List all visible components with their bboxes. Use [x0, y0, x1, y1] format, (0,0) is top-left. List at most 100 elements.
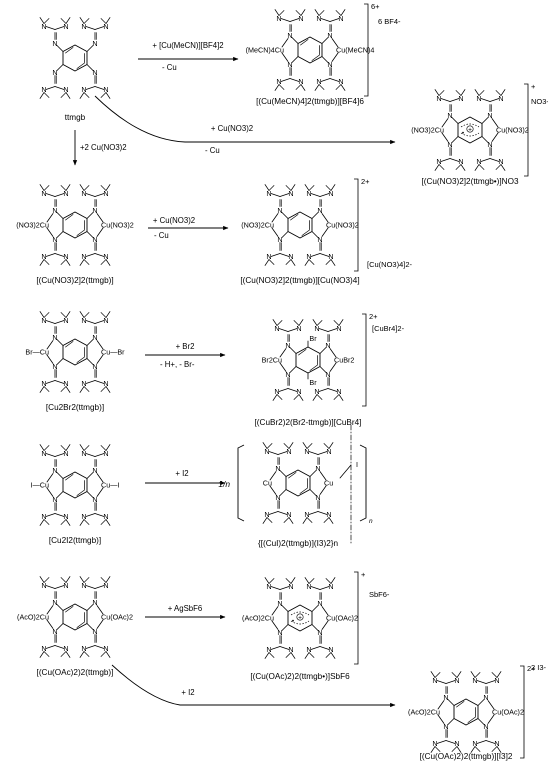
dimethylamino-nitrogen: N [41, 644, 46, 653]
dimethylamino-nitrogen: N [63, 252, 68, 261]
charge-label: 2+ [361, 177, 370, 186]
nitrogen-atom: N [287, 60, 292, 69]
dimethylamino-nitrogen: N [432, 739, 437, 748]
nitrogen-atom: N [52, 362, 57, 371]
dimethylamino-nitrogen: N [296, 324, 301, 333]
compound-name-no3-radical: [(Cu(NO3)2]2(ttmgb•)]NO3 [421, 177, 518, 186]
dimethylamino-nitrogen: N [41, 379, 46, 388]
compound-name-oac-neutral: [(Cu(OAc)2)2(ttmgb)] [37, 668, 114, 677]
nitrogen-atom: N [52, 627, 57, 636]
dimethylamino-nitrogen: N [314, 324, 319, 333]
nitrogen-atom: N [325, 370, 330, 379]
dimethylamino-nitrogen: N [454, 676, 459, 685]
copper-center-left: (AcO)2Cu [408, 708, 440, 717]
reagent-a7-above: + AgSbF6 [168, 604, 202, 613]
charge-label: 2+ [369, 312, 378, 321]
dimethylamino-nitrogen: N [266, 189, 271, 198]
radical-dot: • [462, 130, 465, 137]
polymer-subscript: n [369, 518, 373, 525]
dimethylamino-nitrogen: N [306, 582, 311, 591]
ring-bromine-bottom: Br [309, 378, 317, 387]
dimethylamino-nitrogen: N [326, 447, 331, 456]
copper-center-left: Br2Cu [262, 356, 282, 365]
dimethylamino-nitrogen: N [63, 644, 68, 653]
dimethylamino-nitrogen: N [288, 645, 293, 654]
compound-name-ttmgb: ttmgb [65, 113, 86, 122]
dimethylamino-nitrogen: N [81, 644, 86, 653]
nitrogen-atom: N [92, 333, 97, 342]
nitrogen-atom: N [277, 628, 282, 637]
dimethylamino-nitrogen: N [63, 512, 68, 521]
nitrogen-atom: N [277, 235, 282, 244]
dimethylamino-nitrogen: N [103, 581, 108, 590]
radical-cation-mark: + [468, 126, 472, 133]
copper-center-left: I—Cu [31, 481, 49, 490]
dimethylamino-nitrogen: N [288, 582, 293, 591]
nitrogen-atom: N [52, 68, 57, 77]
dimethylamino-nitrogen: N [316, 77, 321, 86]
dimethylamino-nitrogen: N [266, 252, 271, 261]
reagent-a6-above: + I2 [175, 469, 188, 478]
dimethylamino-nitrogen: N [41, 316, 46, 325]
dimethylamino-nitrogen: N [81, 379, 86, 388]
nitrogen-atom: N [92, 39, 97, 48]
reagent-a8-above: + I2 [181, 688, 194, 697]
dimethylamino-nitrogen: N [81, 316, 86, 325]
dimethylamino-nitrogen: N [103, 85, 108, 94]
reagent-a3: +2 Cu(NO3)2 [80, 143, 127, 152]
dimethylamino-nitrogen: N [81, 22, 86, 31]
polymer-brackets: I1/nn [218, 424, 373, 546]
nitrogen-atom: N [52, 333, 57, 342]
nitrogen-atom: N [315, 464, 320, 473]
radical-dot: • [292, 618, 295, 625]
nitrogen-atom: N [287, 31, 292, 40]
reagent-a5-above: + Br2 [176, 342, 195, 351]
nitrogen-atom: N [447, 111, 452, 120]
dimethylamino-nitrogen: N [436, 94, 441, 103]
dimethylamino-nitrogen: N [326, 510, 331, 519]
dimethylamino-nitrogen: N [264, 510, 269, 519]
dimethylamino-nitrogen: N [63, 22, 68, 31]
counterion-i3: 2 I3- [531, 663, 547, 672]
dimethylamino-nitrogen: N [276, 77, 281, 86]
compound-name-oac-radical: [(Cu(OAc)2)2(ttmgb•)]SbF6 [250, 672, 350, 681]
dimethylamino-nitrogen: N [41, 85, 46, 94]
charge-label: + [361, 570, 366, 579]
text-layer: ttmgb[(Cu(MeCN)4]2(ttmgb)][BF4]66 BF4-[(… [36, 17, 548, 761]
dimethylamino-nitrogen: N [63, 189, 68, 198]
copper-center-right: Cu(OAc)2 [326, 614, 358, 623]
copper-center-right: CuBr2 [334, 356, 354, 365]
nitrogen-atom: N [92, 495, 97, 504]
dimethylamino-nitrogen: N [266, 582, 271, 591]
nitrogen-atom: N [92, 362, 97, 371]
copper-center-right: Cu—Br [101, 348, 125, 357]
copper-center-left: (NO3)2Cu [241, 221, 274, 230]
arrow-to-no3-radical [94, 95, 396, 145]
nitrogen-atom: N [52, 598, 57, 607]
charge-label: + [531, 82, 536, 91]
dimethylamino-nitrogen: N [306, 252, 311, 261]
dimethylamino-nitrogen: N [41, 252, 46, 261]
copper-center-right: Cu—I [101, 481, 119, 490]
dimethylamino-nitrogen: N [458, 94, 463, 103]
copper-center-left: (AcO)2Cu [17, 613, 49, 622]
copper-center-right: Cu(NO3)2 [326, 221, 359, 230]
compound-name-cubr-dication: [(CuBr2)2(Br2-ttmgb)][CuBr4] [255, 418, 362, 427]
dimethylamino-nitrogen: N [328, 189, 333, 198]
nitrogen-atom: N [447, 140, 452, 149]
counterion-sbf6: SbF6- [369, 590, 390, 599]
dimethylamino-nitrogen: N [338, 14, 343, 23]
copper-center-left: (NO3)2Cu [411, 126, 444, 135]
dimethylamino-nitrogen: N [494, 739, 499, 748]
dimethylamino-nitrogen: N [436, 157, 441, 166]
counterion-no3: NO3- [531, 97, 548, 106]
nitrogen-atom: N [52, 495, 57, 504]
dimethylamino-nitrogen: N [328, 645, 333, 654]
nitrogen-atom: N [52, 39, 57, 48]
radical-cation-mark: + [298, 614, 302, 621]
nitrogen-atom: N [317, 599, 322, 608]
